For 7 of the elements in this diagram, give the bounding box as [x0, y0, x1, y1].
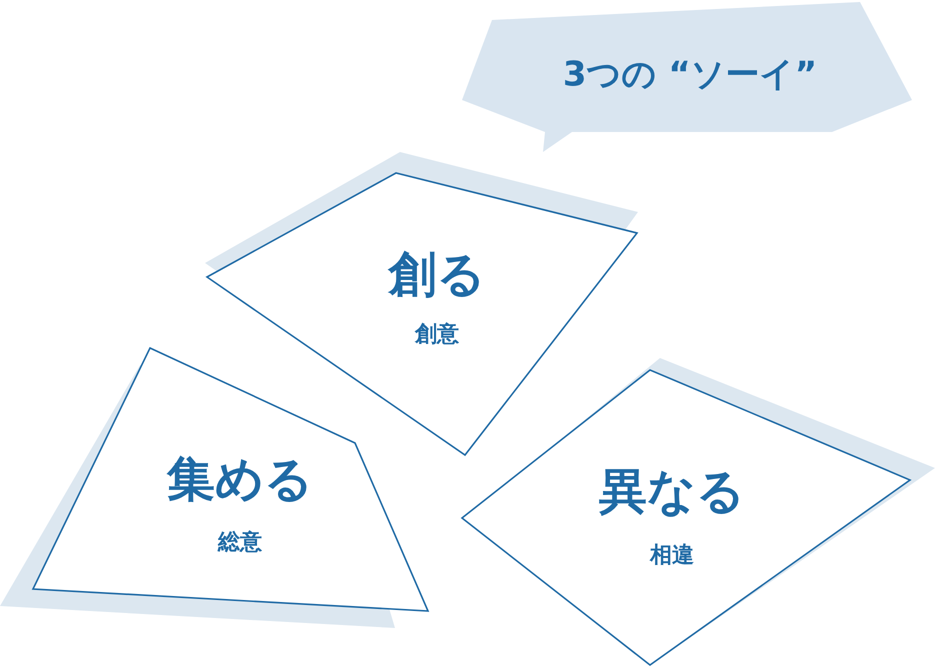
bubble-title: 3つの “ソーイ”	[562, 56, 818, 94]
heading-text: 創る	[388, 248, 486, 302]
subheading-text: 創意	[415, 322, 459, 348]
heading-text: 異なる	[599, 466, 745, 518]
subheading-text: 相違	[650, 544, 694, 568]
subheading-text: 総意	[218, 530, 262, 556]
heading-text: 集める	[167, 454, 313, 506]
